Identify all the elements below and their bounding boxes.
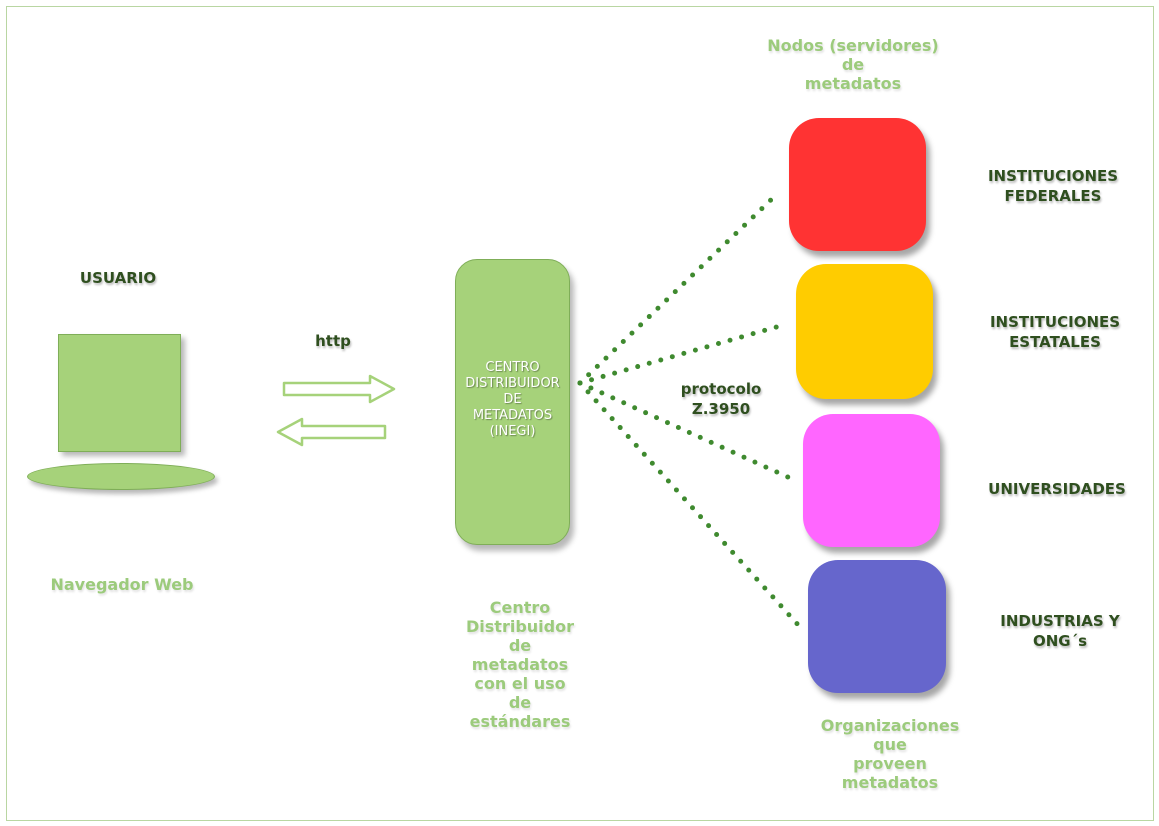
- centro-caption: Centro Distribuidor de metadatos con el …: [440, 598, 600, 731]
- centro-caption-line: metadatos: [471, 655, 569, 674]
- institution-line: INSTITUCIONES: [987, 167, 1119, 185]
- institution-label-federales: INSTITUCIONES FEDERALES: [978, 166, 1128, 206]
- node-federales: [789, 118, 926, 251]
- protocolo-line: Z.3950: [691, 400, 751, 418]
- institution-label-estatales: INSTITUCIONES ESTATALES: [980, 312, 1130, 352]
- link-industrias: [577, 380, 803, 630]
- centro-caption-line: de: [508, 636, 532, 655]
- node-universidades: [803, 414, 940, 547]
- diagram-frame: [6, 6, 1154, 821]
- arrow-right-icon: [282, 374, 396, 404]
- link-universidades: [577, 380, 793, 481]
- protocolo-label: protocolo Z.3950: [664, 379, 778, 419]
- institution-line: UNIVERSIDADES: [988, 480, 1126, 498]
- institution-line: FEDERALES: [1004, 187, 1102, 205]
- centro-caption-line: con el uso: [474, 674, 566, 693]
- institution-line: INDUSTRIAS Y: [1000, 612, 1120, 630]
- institution-line: ONG´s: [1032, 632, 1088, 650]
- centro-box-line: METADATOS: [472, 408, 553, 423]
- nodos-title-line: Nodos (servidores): [767, 36, 939, 55]
- arrow-left-icon: [276, 417, 387, 447]
- institution-label-industrias: INDUSTRIAS Y ONG´s: [985, 611, 1135, 651]
- http-label: http: [315, 332, 351, 350]
- institution-label-universidades: UNIVERSIDADES: [982, 479, 1132, 499]
- nodos-title-line: metadatos: [804, 74, 902, 93]
- centro-box-line: DISTRIBUIDOR: [465, 376, 560, 391]
- computer-monitor-icon: [58, 334, 181, 452]
- organizaciones-caption: Organizaciones que proveen metadatos: [792, 716, 988, 792]
- organizaciones-line: Organizaciones: [820, 716, 960, 735]
- centro-box-line: DE: [503, 392, 522, 407]
- institution-line: INSTITUCIONES: [989, 313, 1121, 331]
- centro-distribuidor-box-label: CENTRO DISTRIBUIDOR DE METADATOS (INEGI): [455, 360, 570, 440]
- nodos-title-line: de: [841, 55, 865, 74]
- organizaciones-line: que: [873, 735, 907, 754]
- link-federales: [577, 193, 778, 386]
- nodos-title: Nodos (servidores) de metadatos: [748, 36, 958, 93]
- organizaciones-line: metadatos: [841, 773, 939, 792]
- organizaciones-line: proveen: [853, 754, 927, 773]
- centro-box-line: (INEGI): [489, 424, 536, 439]
- centro-distribuidor-box: [455, 259, 570, 545]
- institution-line: ESTATALES: [1009, 333, 1101, 351]
- navegador-web-label: Navegador Web: [50, 575, 194, 594]
- centro-caption-line: Centro: [489, 598, 551, 617]
- node-estatales: [796, 264, 933, 399]
- computer-keyboard-icon: [27, 463, 215, 490]
- centro-caption-line: Distribuidor: [466, 617, 574, 636]
- link-estatales: [577, 323, 783, 386]
- node-industrias: [808, 560, 946, 693]
- protocolo-line: protocolo: [680, 380, 762, 398]
- usuario-label: USUARIO: [79, 269, 157, 287]
- centro-caption-line: estándares: [469, 712, 571, 731]
- centro-box-line: CENTRO: [485, 360, 540, 375]
- centro-caption-line: de: [508, 693, 532, 712]
